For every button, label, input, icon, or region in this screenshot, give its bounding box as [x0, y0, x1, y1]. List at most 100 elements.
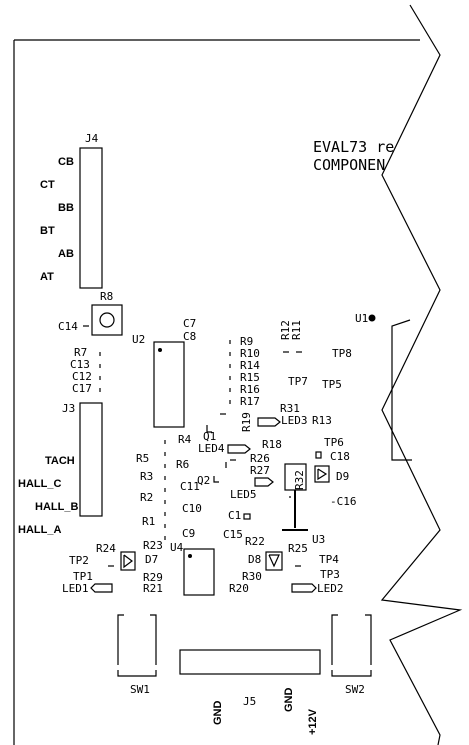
- switch-sw2: [331, 614, 372, 677]
- label-r12: R12: [279, 320, 292, 340]
- label-d9: D9: [336, 470, 349, 483]
- switch-sw1: [117, 614, 157, 677]
- label-c1: C1: [228, 509, 241, 522]
- pin-label-at: AT: [40, 271, 54, 283]
- led5-shape: [254, 477, 274, 487]
- label-tp2: TP2: [69, 554, 89, 567]
- label-tp1: TP1: [73, 570, 93, 583]
- connector-j3: [79, 402, 103, 517]
- led3-shape: [257, 417, 281, 427]
- pin-label-tach: TACH: [45, 455, 75, 467]
- connector-j5: [179, 649, 321, 675]
- label-led4: LED4: [198, 442, 225, 455]
- label-r5: R5: [136, 452, 149, 465]
- label-j4: J4: [85, 132, 99, 145]
- chip-u2: [153, 341, 185, 428]
- label-r15: R15: [240, 371, 260, 384]
- label-r32: R32: [293, 470, 306, 490]
- label-r11: R11: [290, 320, 303, 340]
- pin-label-bt: BT: [40, 225, 55, 237]
- label-sw2: SW2: [345, 683, 365, 696]
- diode-d8: [265, 551, 283, 571]
- label-r26: R26: [250, 452, 270, 465]
- led2-shape: [291, 583, 317, 593]
- label-c18: C18: [330, 450, 350, 463]
- pin-label-cb: CB: [58, 156, 74, 168]
- pin-label-bb: BB: [58, 202, 74, 214]
- diode-d9: [314, 465, 330, 483]
- label-r31: R31: [280, 402, 300, 415]
- label-j3: J3: [62, 402, 75, 415]
- diode-d7: [120, 551, 136, 571]
- label-c7: C7: [183, 317, 196, 330]
- label-r2: R2: [140, 491, 153, 504]
- label-led1: LED1: [62, 582, 89, 595]
- board-title-line1: EVAL73 re: [313, 138, 394, 156]
- label-c9: C9: [182, 527, 195, 540]
- board-outline: [13, 4, 463, 745]
- label-u3: U3: [312, 533, 325, 546]
- label-tp7: TP7: [288, 375, 308, 388]
- label-tp3: TP3: [320, 568, 340, 581]
- label-r18: R18: [262, 438, 282, 451]
- label-r24: R24: [96, 542, 116, 555]
- label-r10: R10: [240, 347, 260, 360]
- label-r9: R9: [240, 335, 253, 348]
- pin-label-12v: +12V: [307, 708, 319, 735]
- label-c11: C11: [180, 480, 200, 493]
- label-r30: R30: [242, 570, 262, 583]
- label-r22: R22: [245, 535, 265, 548]
- label-led5: LED5: [230, 488, 257, 501]
- pin-label-ab: AB: [58, 248, 74, 260]
- label-tp5: TP5: [322, 378, 342, 391]
- label-r13: R13: [312, 414, 332, 427]
- label-led2: LED2: [317, 582, 344, 595]
- label-r14: R14: [240, 359, 260, 372]
- label-r3: R3: [140, 470, 153, 483]
- label-c12: C12: [72, 370, 92, 383]
- chip-u1: [391, 319, 412, 461]
- connector-j4: [79, 147, 103, 289]
- label-c17: C17: [72, 382, 92, 395]
- label-j5: J5: [243, 695, 256, 708]
- label-d8: D8: [248, 553, 261, 566]
- label-r8: R8: [100, 290, 113, 303]
- label-r23: R23: [143, 539, 163, 552]
- part-r8: [91, 304, 123, 336]
- chip-u4: [183, 548, 215, 596]
- led1-shape: [90, 583, 113, 593]
- label-c16: -C16: [330, 495, 357, 508]
- label-r27: R27: [250, 464, 270, 477]
- label-r1: R1: [142, 515, 155, 528]
- label-tp4: TP4: [319, 553, 339, 566]
- label-r17: R17: [240, 395, 260, 408]
- label-r29: R29: [143, 571, 163, 584]
- pin-label-hall-c: HALL_C: [18, 478, 61, 490]
- label-u1: U1: [355, 312, 368, 325]
- label-r25: R25: [288, 542, 308, 555]
- label-tp8: TP8: [332, 347, 352, 360]
- label-u4: U4: [170, 541, 184, 554]
- label-r19: R19: [240, 412, 253, 432]
- label-c8: C8: [183, 330, 196, 343]
- pin-label-gnd-1: GND: [212, 701, 224, 726]
- board-title-line2: COMPONEN: [313, 156, 385, 174]
- pin-label-ct: CT: [40, 179, 55, 191]
- label-r21: R21: [143, 582, 163, 595]
- label-r6: R6: [176, 458, 189, 471]
- label-u2: U2: [132, 333, 145, 346]
- pin-label-gnd-2: GND: [283, 688, 295, 713]
- pin-label-hall-a: HALL_A: [18, 524, 61, 536]
- label-led3: LED3: [281, 414, 308, 427]
- label-c10: C10: [182, 502, 202, 515]
- label-r7: R7: [74, 346, 87, 359]
- label-d7: D7: [145, 553, 158, 566]
- label-r4: R4: [178, 433, 192, 446]
- label-sw1: SW1: [130, 683, 150, 696]
- label-r20: R20: [229, 582, 249, 595]
- led4-shape: [227, 444, 251, 454]
- label-tp6: TP6: [324, 436, 344, 449]
- label-c14: C14: [58, 320, 78, 333]
- label-q1: Q1: [203, 430, 216, 443]
